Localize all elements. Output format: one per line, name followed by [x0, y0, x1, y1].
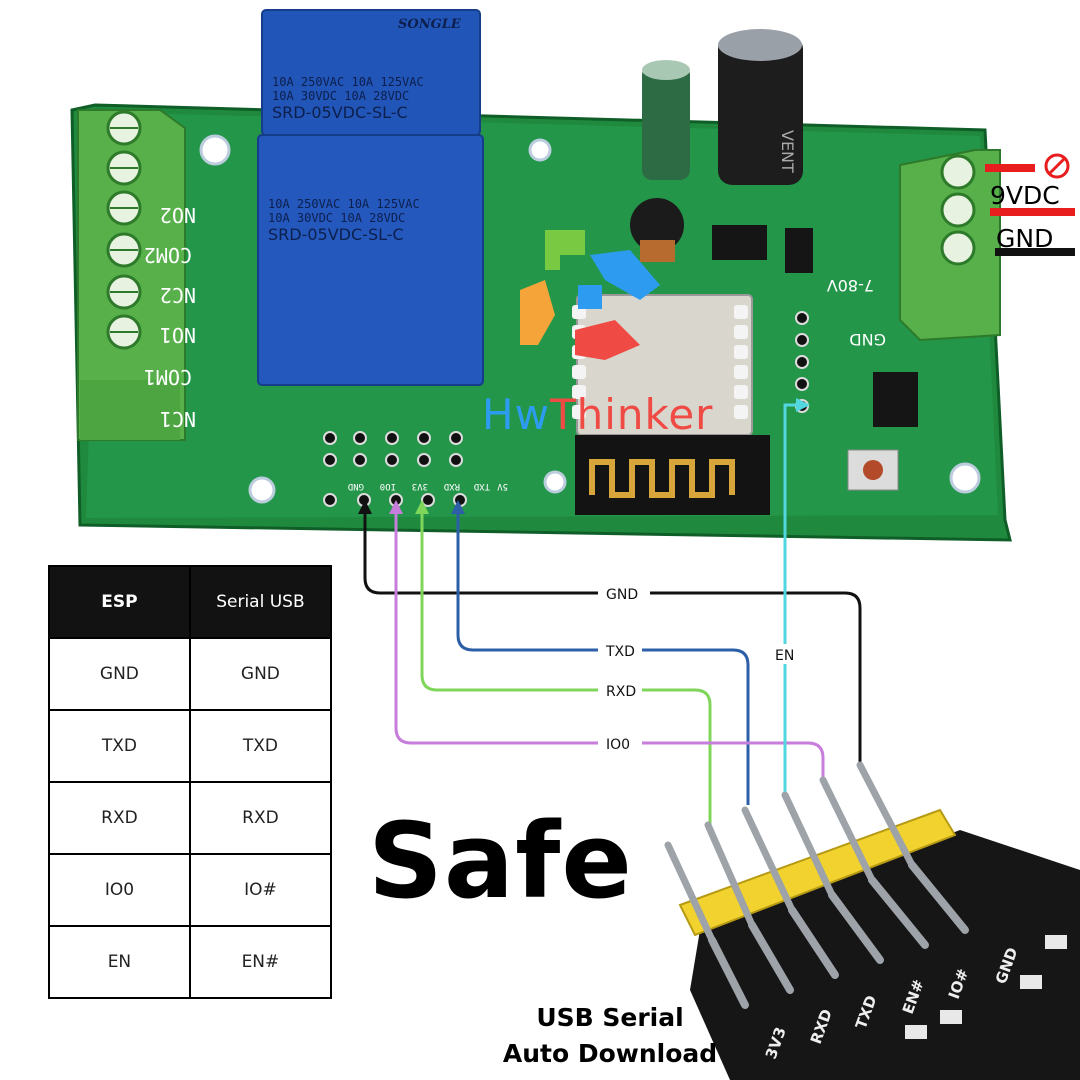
capacitor-large: VENT [718, 29, 803, 185]
power-terminal-block [900, 150, 1000, 340]
label-com1: COM1 [144, 365, 192, 389]
label-no2: NO2 [160, 203, 196, 227]
wire-label-txd: TXD [605, 644, 635, 660]
rxd-wire [422, 508, 710, 825]
table-header-row: ESP Serial USB [49, 566, 331, 638]
pin-mapping-table: ESP Serial USB GND GND TXD TXD RXD RXD I… [48, 565, 332, 999]
label-7-80v: 7-80V [827, 276, 874, 295]
wire-label-en: EN [775, 648, 794, 664]
header-label-5v: 5V [497, 481, 508, 491]
header-label-3v3: 3V3 [412, 481, 428, 491]
header-esp: ESP [49, 566, 190, 638]
header-serial-usb: Serial USB [190, 566, 331, 638]
table-cell: TXD [49, 710, 190, 782]
relay-top-rating-2: 10A 30VDC 10A 28VDC [272, 89, 409, 103]
table-row: EN EN# [49, 926, 331, 998]
watermark-part-1: Hw [482, 390, 550, 439]
relay-top-model: SRD-05VDC-SL-C [272, 103, 408, 122]
wire-label-rxd: RXD [606, 684, 636, 700]
header-label-gnd: GND [348, 481, 364, 491]
header-label-txd: TXD [474, 481, 490, 491]
usb-caption-line-2: Auto Download [480, 1036, 740, 1072]
transistor [785, 228, 813, 273]
relay-bottom-model: SRD-05VDC-SL-C [268, 225, 404, 244]
relay-top: SONGLE 10A 250VAC 10A 125VAC 10A 30VDC 1… [262, 10, 480, 135]
relay-bottom-rating-2: 10A 30VDC 10A 28VDC [268, 211, 405, 225]
relay-bottom-rating-1: 10A 250VAC 10A 125VAC [268, 197, 420, 211]
label-no1: NO1 [160, 323, 196, 347]
relay-brand: SONGLE [398, 17, 462, 32]
ic-chip [712, 225, 767, 260]
relay-bottom: 10A 250VAC 10A 125VAC 10A 30VDC 10A 28VD… [258, 135, 483, 385]
table-row: RXD RXD [49, 782, 331, 854]
capacitor-small [642, 60, 690, 180]
label-com2: COM2 [144, 243, 192, 267]
table-row: IO0 IO# [49, 854, 331, 926]
table-cell: GND [49, 638, 190, 710]
capacitor-text: VENT [778, 130, 797, 173]
table-cell: IO0 [49, 854, 190, 926]
usb-caption-line-1: USB Serial [480, 1000, 740, 1036]
relay-terminal-block [78, 110, 185, 440]
table-cell: RXD [190, 782, 331, 854]
label-nc1: NC1 [160, 407, 196, 431]
table-cell: RXD [49, 782, 190, 854]
table-cell: EN# [190, 926, 331, 998]
reset-button [863, 460, 883, 480]
header-label-rxd: RXD [444, 481, 460, 491]
table-cell: EN [49, 926, 190, 998]
wire-label-io0: IO0 [606, 737, 630, 753]
power-label-9vdc: 9VDC [990, 181, 1060, 210]
relay-top-rating-1: 10A 250VAC 10A 125VAC [272, 75, 424, 89]
wire-label-gnd: GND [606, 587, 638, 603]
label-gnd-side: GND [849, 330, 886, 349]
table-cell: GND [190, 638, 331, 710]
hwthinker-watermark: HwThinker [482, 390, 713, 439]
table-row: TXD TXD [49, 710, 331, 782]
inductor-coil [640, 240, 675, 262]
table-row: GND GND [49, 638, 331, 710]
power-label-gnd: GND [996, 224, 1053, 253]
table-cell: IO# [190, 854, 331, 926]
watermark-part-2: Thinker [550, 390, 714, 439]
label-nc2: NC2 [160, 283, 196, 307]
regulator [873, 372, 918, 427]
table-cell: TXD [190, 710, 331, 782]
header-label-io0: IO0 [380, 481, 396, 491]
headline-safe: Safe [368, 800, 633, 922]
